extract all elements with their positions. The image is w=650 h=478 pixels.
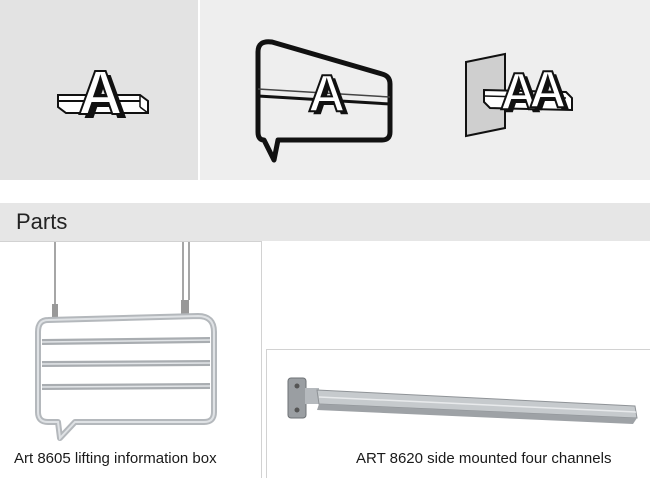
letter-a-glyph: A [308,65,346,123]
letter-a-shadow: A [312,68,350,126]
info-box-illustration: A A [255,39,393,163]
part-card-lifting-box[interactable]: Art 8605 lifting information box [0,241,262,478]
wall-mount-illustration: A A A A [465,52,573,138]
rail-letter-illustration: A A [57,58,149,132]
part-card-side-mounted-channels[interactable]: ART 8620 side mounted four channels [266,349,650,478]
lifting-box-image [35,242,217,441]
letter-a-glyph: A [78,59,123,128]
letter-a-glyph: A [500,63,538,121]
part-caption: Art 8605 lifting information box [14,450,217,467]
parts-section-header: Parts [0,203,650,241]
letter-a-shadow: A [533,64,571,122]
part-caption: ART 8620 side mounted four channels [356,450,612,467]
letter-a-shadow: A [504,66,542,124]
illustration-panel-rail-letter: A A [0,0,198,180]
section-title: Parts [16,209,68,234]
letter-a-shadow: A [83,63,128,132]
illustration-panel-boxes: A A A A A A [200,0,650,180]
letter-a-glyph: A [529,61,567,119]
side-mounted-channels-image [287,377,638,424]
